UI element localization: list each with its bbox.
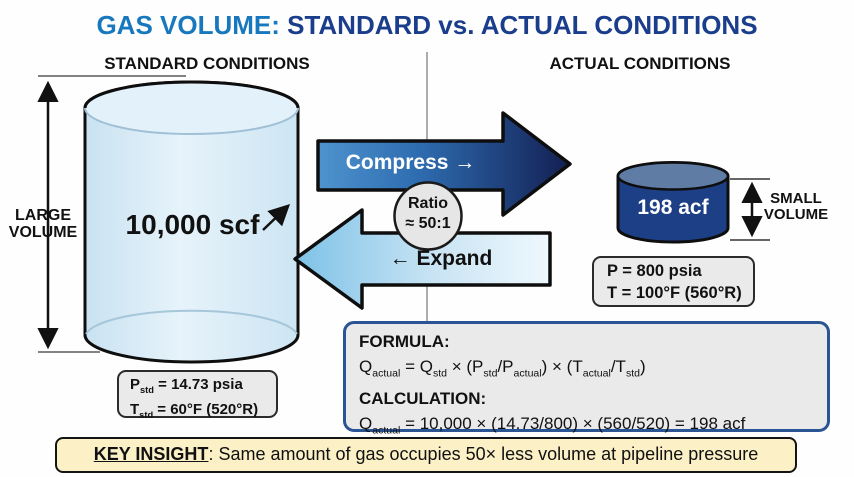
large-volume-line1: LARGE xyxy=(15,207,71,224)
actual-conditions-header: ACTUAL CONDITIONS xyxy=(549,54,731,73)
title-prefix: GAS VOLUME: xyxy=(96,10,280,40)
large-volume-label: LARGE VOLUME xyxy=(2,207,84,241)
formula-line: Qactual = Qstd × (Pstd/Pactual) × (Tactu… xyxy=(359,357,646,380)
actual-pressure-line: P = 800 psia xyxy=(607,262,702,280)
small-volume-line2: VOLUME xyxy=(763,206,829,223)
actual-conditions-box: P = 800 psia T = 100°F (560°R) xyxy=(592,256,755,307)
small-volume-label: SMALL VOLUME xyxy=(757,191,835,223)
formula-heading: FORMULA: xyxy=(359,332,450,351)
large-volume-line2: VOLUME xyxy=(8,224,78,241)
compress-arrow xyxy=(316,111,572,217)
standard-conditions-header: STANDARD CONDITIONS xyxy=(104,54,310,73)
ratio-line2: ≈ 50:1 xyxy=(405,215,451,232)
ratio-badge-circle xyxy=(393,181,463,251)
small-cylinder-top xyxy=(616,161,730,191)
standard-volume-value: 10,000 scf xyxy=(125,209,260,240)
expand-arrow xyxy=(293,208,552,310)
formula-box: FORMULA: Qactual = Qstd × (Pstd/Pactual)… xyxy=(343,321,830,437)
large-cylinder-bottom-rim xyxy=(85,309,298,335)
expand-arrow-label: ← Expand xyxy=(389,247,493,270)
scf-pointer-arrow xyxy=(262,204,291,231)
page-title: GAS VOLUME: STANDARD vs. ACTUAL CONDITIO… xyxy=(0,10,854,41)
compress-arrow-label: Compress → xyxy=(345,151,476,174)
std-temperature-line: Tstd = 60°F (520°R) xyxy=(130,401,259,420)
ratio-badge: Ratio ≈ 50:1 xyxy=(386,194,470,234)
key-insight-label: KEY INSIGHT xyxy=(93,444,209,464)
actual-volume-value: 198 acf xyxy=(637,196,709,219)
small-volume-line1: SMALL xyxy=(770,190,822,207)
key-insight-text: : Same amount of gas occupies 50× less v… xyxy=(208,444,759,464)
actual-temperature-line: T = 100°F (560°R) xyxy=(607,284,742,302)
calculation-heading: CALCULATION: xyxy=(359,389,487,409)
std-pressure-line: Pstd = 14.73 psia xyxy=(130,376,243,395)
large-cylinder-top-rim xyxy=(83,80,300,109)
ratio-line1: Ratio xyxy=(408,195,448,212)
standard-conditions-box: Pstd = 14.73 psia Tstd = 60°F (520°R) xyxy=(117,370,278,420)
calculation-line: Qactual = 10,000 × (14.73/800) × (560/52… xyxy=(359,414,746,437)
title-main: STANDARD vs. ACTUAL CONDITIONS xyxy=(279,10,758,40)
key-insight-box: KEY INSIGHT: Same amount of gas occupies… xyxy=(55,437,797,473)
